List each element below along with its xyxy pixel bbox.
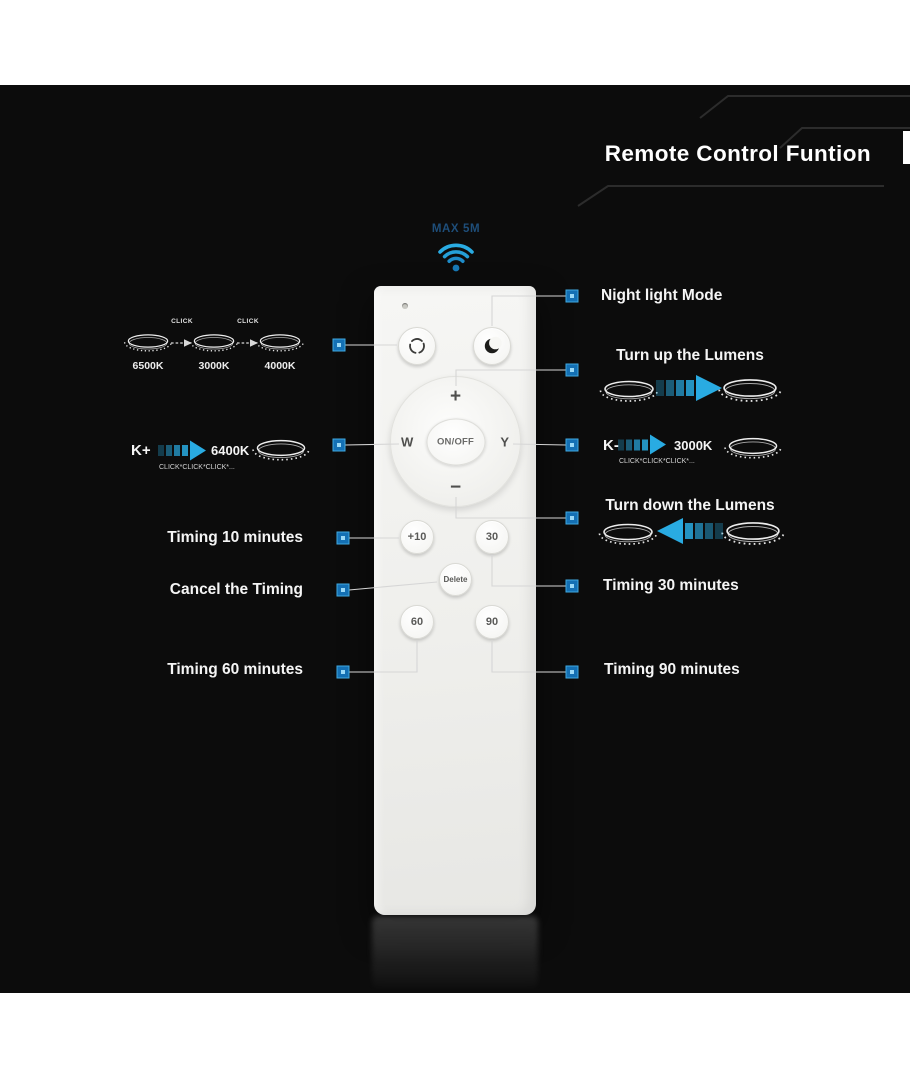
label-lumens-down: Turn down the Lumens	[605, 497, 775, 514]
yellow-white-button[interactable]: Y	[500, 434, 509, 449]
onoff-button[interactable]: ON/OFF	[426, 418, 485, 465]
remote-reflection	[372, 916, 538, 988]
color-cycle-icon	[409, 338, 425, 354]
label-night-light: Night light Mode	[601, 287, 723, 304]
temp-label-6500k: 6500K	[132, 360, 164, 372]
remote-control-body: + − W Y ON/OFF +10 30 Delete 60 90	[374, 286, 536, 915]
k-plus-label: K+	[131, 442, 151, 459]
color-cycle-button[interactable]	[398, 327, 436, 365]
timer-60-button[interactable]: 60	[400, 605, 434, 639]
label-timing-90: Timing 90 minutes	[604, 661, 740, 678]
brightness-down-button[interactable]: −	[449, 477, 462, 498]
k-minus-clicks: CLICK*CLICK*CLICK*...	[619, 458, 695, 465]
timer-10-button[interactable]: +10	[400, 520, 434, 554]
k-plus-clicks: CLICK*CLICK*CLICK*...	[159, 464, 235, 471]
timer-90-button[interactable]: 90	[475, 605, 509, 639]
k-minus-label: K-	[603, 437, 619, 454]
moon-icon	[484, 336, 502, 354]
temp-label-4000k: 4000K	[264, 360, 296, 372]
control-dpad: + − W Y ON/OFF	[390, 376, 521, 507]
label-cancel-timing: Cancel the Timing	[169, 581, 303, 598]
click-label-1: CLICK	[171, 318, 193, 325]
page-title: Remote Control Funtion	[604, 141, 871, 166]
temp-label-3000k: 3000K	[198, 360, 230, 372]
label-lumens-up: Turn up the Lumens	[616, 347, 764, 364]
delete-timer-button[interactable]: Delete	[439, 563, 472, 596]
brightness-up-button[interactable]: +	[449, 386, 462, 407]
label-timing-60: Timing 60 minutes	[167, 661, 303, 678]
k-plus-value: 6400K	[211, 443, 250, 458]
range-label: MAX 5M	[431, 223, 481, 235]
night-light-button[interactable]	[473, 327, 511, 365]
label-timing-10: Timing 10 minutes	[167, 529, 303, 546]
label-timing-30: Timing 30 minutes	[603, 577, 739, 594]
timer-30-button[interactable]: 30	[475, 520, 509, 554]
ir-led-dot	[402, 303, 408, 309]
k-minus-value: 3000K	[674, 438, 713, 453]
click-label-2: CLICK	[237, 318, 259, 325]
warm-white-button[interactable]: W	[401, 434, 414, 449]
